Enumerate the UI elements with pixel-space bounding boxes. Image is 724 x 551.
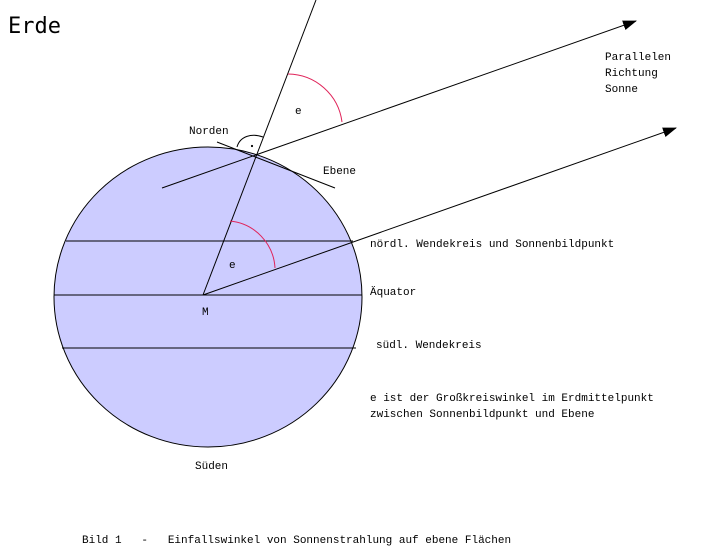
tangent-plane: [216, 141, 336, 189]
angle-arc-outer: [287, 73, 343, 123]
earth-disc: [53, 146, 363, 448]
sun-direction-line1: Parallelen: [605, 52, 671, 64]
right-angle-arc: [236, 134, 264, 148]
zenith-line: [202, 0, 317, 296]
sun-direction-line3: Sonne: [605, 84, 638, 96]
south-label: Süden: [195, 461, 228, 473]
north-label: Norden: [189, 126, 229, 138]
sun-ray-surface: [161, 20, 637, 189]
angle-label-inner: e: [229, 260, 236, 272]
title: Erde: [8, 14, 61, 39]
right-angle-dot: [250, 144, 254, 148]
note-line2: zwischen Sonnenbildpunkt und Ebene: [370, 409, 594, 421]
angle-arc-inner: [229, 220, 276, 269]
tropic-north-label: nördl. Wendekreis und Sonnenbildpunkt: [370, 239, 614, 251]
equator-label: Äquator: [370, 286, 416, 299]
tropic-south-label: südl. Wendekreis: [376, 340, 482, 352]
plane-label: Ebene: [323, 166, 356, 178]
figure-caption: Bild 1 - Einfallswinkel von Sonnenstrahl…: [82, 535, 511, 547]
angle-label-outer: e: [295, 106, 302, 118]
center-label: M: [202, 307, 209, 319]
sun-ray-center: [202, 127, 677, 296]
sun-direction-line2: Richtung: [605, 68, 658, 80]
note-line1: e ist der Großkreiswinkel im Erdmittelpu…: [370, 393, 654, 405]
